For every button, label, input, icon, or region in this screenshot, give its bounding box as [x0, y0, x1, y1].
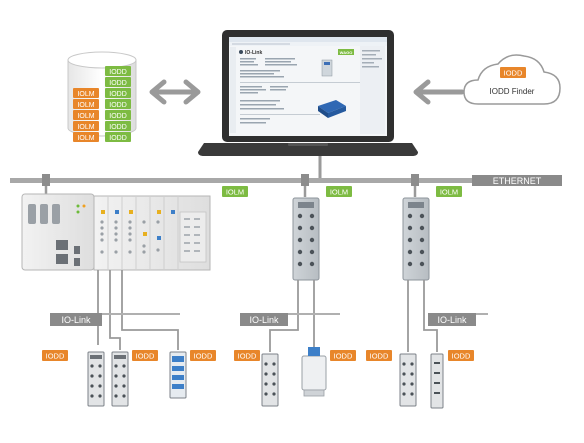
field-device [169, 351, 187, 399]
field-device [87, 351, 105, 407]
iodd-badge: IODD [448, 350, 474, 361]
iolink-logo-icon [239, 50, 243, 54]
iolink-label-bar: IO-Link [240, 313, 340, 326]
iodd-badge: IODD [330, 350, 356, 361]
sync-double-arrow-icon [149, 79, 201, 105]
iodd-label: IODD [109, 124, 127, 131]
iodd-label: IODD [109, 135, 127, 142]
iodd-badge: IODD [190, 350, 216, 361]
field-device-sensor [301, 347, 327, 397]
iolm-badge: IOLM [222, 186, 248, 197]
iolm-label: IOLM [77, 124, 94, 131]
iodd-badge-label: IODD [370, 352, 389, 361]
iolink-label: IO-Link [437, 315, 467, 325]
iodd-badge-label: IODD [46, 352, 65, 361]
iolink-label-bar: IO-Link [50, 313, 180, 326]
cloud-badge-label: IODD [504, 69, 523, 78]
iolink-master-hub [402, 197, 430, 281]
iodd-label: IODD [109, 80, 127, 87]
iodd-badge-label: IODD [238, 352, 257, 361]
field-device [111, 351, 129, 407]
iodd-finder-cloud: IODD IODD Finder [463, 54, 561, 105]
vendor-logo [338, 49, 354, 55]
iodd-badge: IODD [366, 350, 392, 361]
iolm-label: IOLM [77, 102, 94, 109]
iodd-label: IODD [109, 69, 127, 76]
ethernet-bus: ETHERNET [10, 156, 562, 186]
iodd-badge-label: IODD [334, 352, 353, 361]
iolm-badge-label: IOLM [440, 188, 458, 197]
screen-device-image [321, 59, 333, 77]
laptop: IO-Link WAGO [198, 30, 418, 156]
ethernet-label: ETHERNET [493, 176, 542, 186]
iodd-label: IODD [109, 91, 127, 98]
iodd-badge: IODD [42, 350, 68, 361]
iodd-badge: IODD [234, 350, 260, 361]
iodd-badge: IODD [132, 350, 158, 361]
download-arrow-icon [413, 79, 465, 105]
iolink-label-bar: IO-Link [428, 313, 488, 326]
io-module-rack [93, 195, 211, 271]
iolink-label: IO-Link [249, 315, 279, 325]
iodd-badge-label: IODD [194, 352, 213, 361]
field-device [261, 353, 279, 407]
iodd-stack: IODD IODD IODD IODD IODD IODD IODD [105, 66, 131, 142]
iolm-badge-label: IOLM [226, 188, 244, 197]
vendor-logo-label: WAGO [340, 50, 353, 55]
iolink-cables [97, 270, 438, 352]
iodd-label: IODD [109, 113, 127, 120]
laptop-base [198, 143, 418, 156]
iodd-label: IODD [109, 102, 127, 109]
iodd-badge [500, 67, 526, 78]
ethernet-drops [42, 174, 419, 197]
iolm-label: IOLM [77, 113, 94, 120]
iolink-label: IO-Link [61, 315, 91, 325]
field-device [399, 353, 417, 407]
iodd-badge-label: IODD [136, 352, 155, 361]
iolink-master-hub [292, 197, 320, 281]
iodd-database-cylinder: IOLM IOLM IOLM IOLM IOLM IODD IODD IODD … [67, 51, 137, 142]
iolm-badge: IOLM [326, 186, 352, 197]
cloud-title: IODD Finder [490, 87, 535, 96]
plc-controller [21, 193, 211, 271]
iolm-stack: IOLM IOLM IOLM IOLM IOLM [73, 88, 99, 142]
iolm-badge: IOLM [436, 186, 462, 197]
screen-info-rows [240, 58, 360, 124]
screen-3d-device-image [318, 100, 346, 113]
iodd-badge-label: IODD [452, 352, 471, 361]
iolm-badge-label: IOLM [330, 188, 348, 197]
screen-side-panel [360, 46, 385, 134]
iolm-label: IOLM [77, 135, 94, 142]
field-device [430, 353, 444, 409]
iolm-label: IOLM [77, 91, 94, 98]
brand-label: IO-Link [245, 50, 262, 56]
